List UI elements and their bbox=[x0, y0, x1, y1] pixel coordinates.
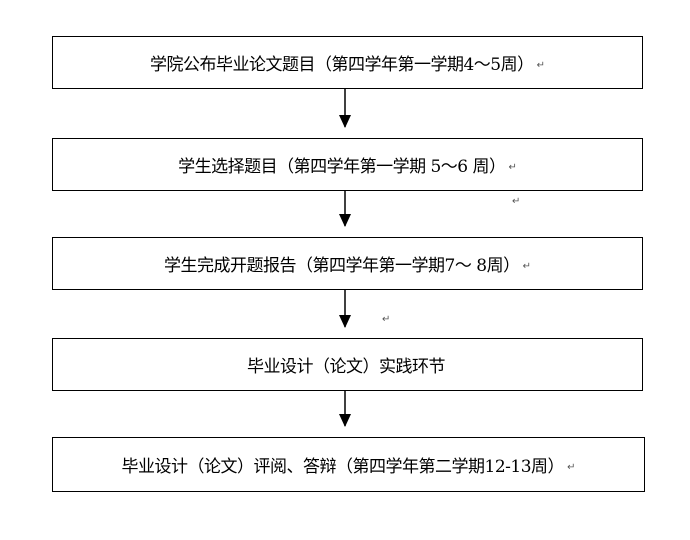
paragraph-mark-icon: ↵ bbox=[512, 196, 521, 207]
flow-step-3: 学生完成开题报告（第四学年第一学期7～ 8周） ↵ bbox=[52, 237, 643, 290]
paragraph-mark-icon: ↵ bbox=[508, 162, 517, 173]
flow-step-1-label: 学院公布毕业论文题目（第四学年第一学期4～5周） bbox=[149, 55, 534, 75]
flow-step-1: 学院公布毕业论文题目（第四学年第一学期4～5周） ↵ bbox=[52, 36, 643, 89]
flow-step-5-label: 毕业设计（论文）评阅、答辩（第四学年第二学期12-13周） bbox=[121, 457, 565, 477]
flow-step-4: 毕业设计（论文）实践环节 bbox=[52, 338, 643, 391]
arrow-4 bbox=[339, 391, 351, 427]
flow-step-4-label: 毕业设计（论文）实践环节 bbox=[247, 357, 446, 377]
arrow-2 bbox=[339, 191, 351, 227]
flow-step-2: 学生选择题目（第四学年第一学期 5～6 周） ↵ bbox=[52, 138, 643, 191]
paragraph-mark-icon: ↵ bbox=[522, 261, 531, 272]
arrow-3 bbox=[339, 290, 351, 328]
flow-step-5: 毕业设计（论文）评阅、答辩（第四学年第二学期12-13周） ↵ bbox=[52, 437, 645, 492]
flow-step-3-label: 学生完成开题报告（第四学年第一学期7～ 8周） bbox=[164, 256, 520, 276]
arrow-1 bbox=[339, 89, 351, 128]
paragraph-mark-icon: ↵ bbox=[536, 60, 546, 71]
flow-step-2-label: 学生选择题目（第四学年第一学期 5～6 周） bbox=[178, 157, 506, 177]
paragraph-mark-icon: ↵ bbox=[382, 314, 391, 325]
paragraph-mark-icon: ↵ bbox=[567, 462, 576, 473]
